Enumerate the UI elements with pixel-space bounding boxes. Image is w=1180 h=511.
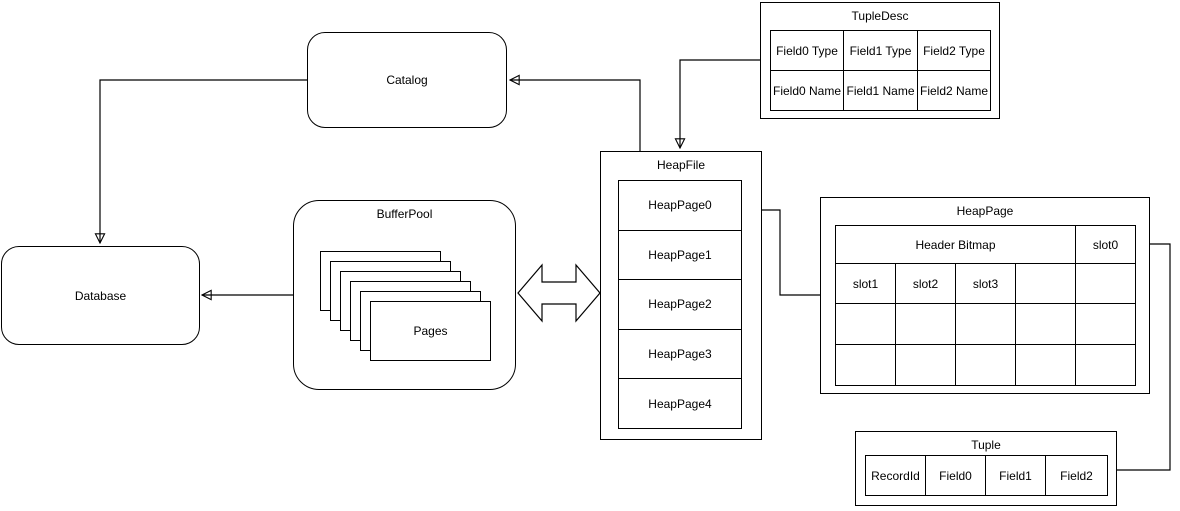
- heapfile-title: HeapFile: [656, 158, 706, 172]
- heappage-empty-cell: [1015, 263, 1076, 304]
- pages-label: Pages: [413, 324, 448, 338]
- double-arrow-bufferpool-heapfile: [517, 263, 601, 323]
- tuple-field0-cell: Field0: [925, 455, 986, 496]
- tupledesc-cell-field2-type: Field2 Type: [917, 30, 991, 71]
- heappage-empty-cell: [955, 344, 1016, 386]
- heappage-empty-cell: [1075, 263, 1136, 304]
- heapfile-page-cell: HeapPage3: [619, 328, 741, 379]
- heapfile-page-cell: HeapPage4: [619, 378, 741, 428]
- heappage-empty-cell: [895, 303, 956, 345]
- heapfile-page-cell: HeapPage1: [619, 229, 741, 280]
- heappage-table: Header Bitmap slot0 slot1 slot2 slot3: [835, 225, 1136, 386]
- tuple-field2-cell: Field2: [1045, 455, 1108, 496]
- heapfile-page-cell: HeapPage2: [619, 279, 741, 329]
- edge-tupledesc-to-heapfile: [680, 59, 760, 148]
- bufferpool-node: BufferPool Pages: [293, 200, 516, 390]
- heappage-empty-cell: [955, 303, 1016, 345]
- tupledesc-cell-field0-name: Field0 Name: [770, 70, 844, 111]
- page-rect-front: Pages: [370, 301, 491, 361]
- heappage-empty-cell: [835, 344, 896, 386]
- database-label: Database: [74, 288, 127, 303]
- edge-catalog-to-database: [100, 79, 307, 243]
- database-node: Database: [1, 246, 200, 345]
- heappage-slot3-cell: slot3: [955, 263, 1016, 304]
- heappage-slot1-cell: slot1: [835, 263, 896, 304]
- edge-heapfile-to-catalog: [510, 80, 641, 151]
- tuple-node: Tuple RecordId Field0 Field1 Field2: [855, 431, 1117, 506]
- heappage-slot2-cell: slot2: [895, 263, 956, 304]
- tupledesc-cell-field0-type: Field0 Type: [770, 30, 844, 71]
- heapfile-node: HeapFile HeapPage0 HeapPage1 HeapPage2 H…: [600, 151, 762, 440]
- tupledesc-cell-field2-name: Field2 Name: [917, 70, 991, 111]
- tupledesc-cell-field1-name: Field1 Name: [843, 70, 918, 111]
- catalog-label: Catalog: [386, 73, 428, 87]
- catalog-node: Catalog: [307, 32, 507, 128]
- heappage-node: HeapPage Header Bitmap slot0 slot1 slot2…: [820, 197, 1150, 394]
- tupledesc-cell-field1-type: Field1 Type: [843, 30, 918, 71]
- heappage-empty-cell: [1075, 303, 1136, 345]
- heapfile-page-stack: HeapPage0 HeapPage1 HeapPage2 HeapPage3 …: [618, 180, 742, 429]
- heappage-empty-cell: [1015, 303, 1076, 345]
- tuple-recordid-cell: RecordId: [865, 455, 926, 496]
- tuple-title: Tuple: [971, 438, 1001, 452]
- tupledesc-title: TupleDesc: [851, 9, 909, 23]
- heappage-header-bitmap-cell: Header Bitmap: [835, 225, 1076, 264]
- bufferpool-title: BufferPool: [376, 207, 433, 221]
- heappage-empty-cell: [835, 303, 896, 345]
- heappage-empty-cell: [1075, 344, 1136, 386]
- heapfile-page-cell: HeapPage0: [648, 198, 712, 213]
- heappage-empty-cell: [1015, 344, 1076, 386]
- heappage-empty-cell: [895, 344, 956, 386]
- heappage-title: HeapPage: [956, 204, 1014, 218]
- tuple-field1-cell: Field1: [985, 455, 1046, 496]
- heappage-slot0-cell: slot0: [1075, 225, 1136, 264]
- tuple-table: RecordId Field0 Field1 Field2: [865, 455, 1108, 496]
- tupledesc-node: TupleDesc Field0 Type Field1 Type Field2…: [760, 2, 1000, 119]
- tupledesc-table: Field0 Type Field1 Type Field2 Type Fiel…: [770, 30, 991, 111]
